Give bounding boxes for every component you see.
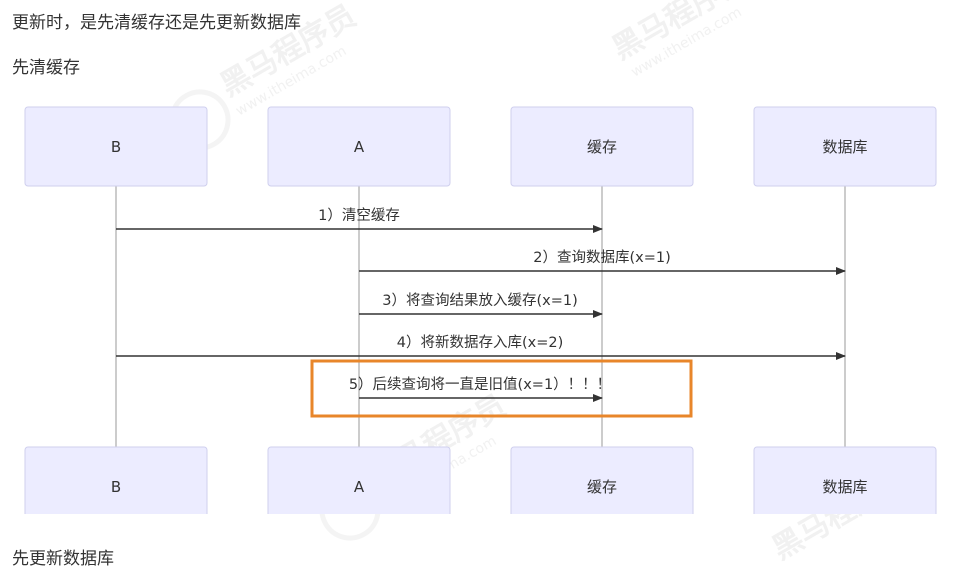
actor-db-top: 数据库 xyxy=(753,106,937,187)
actor-label: 缓存 xyxy=(587,138,617,156)
page-title: 更新时，是先清缓存还是先更新数据库 xyxy=(12,13,301,33)
highlight-box xyxy=(310,359,693,418)
message-4: 4）将新数据存入库(x=2) xyxy=(116,334,846,360)
message-label: 2）查询数据库(x=1) xyxy=(533,249,671,266)
message-label: 3）将查询结果放入缓存(x=1) xyxy=(382,292,578,309)
message-label: 4）将新数据存入库(x=2) xyxy=(397,334,564,351)
actor-label: 数据库 xyxy=(822,478,867,496)
actor-label: B xyxy=(111,138,121,156)
actor-a-top: A xyxy=(267,106,451,187)
actor-label: A xyxy=(354,478,365,496)
actor-b-top: B xyxy=(24,106,208,187)
actor-a-bottom: A xyxy=(267,446,451,514)
section-heading-clear-cache-first: 先清缓存 xyxy=(12,58,80,78)
message-5: 5）后续查询将一直是旧值(x=1）！！！ xyxy=(310,359,693,418)
actor-label: 数据库 xyxy=(822,138,867,156)
actor-cache-bottom: 缓存 xyxy=(510,446,694,514)
message-2: 2）查询数据库(x=1) xyxy=(359,249,846,275)
actor-label: A xyxy=(354,138,365,156)
section-heading-update-db-first: 先更新数据库 xyxy=(12,549,114,569)
message-label: 5）后续查询将一直是旧值(x=1）！！！ xyxy=(349,376,611,393)
message-1: 1）清空缓存 xyxy=(116,207,603,233)
message-label: 1）清空缓存 xyxy=(318,207,400,224)
actor-label: 缓存 xyxy=(587,478,617,496)
actor-b-bottom: B xyxy=(24,446,208,514)
actor-db-bottom: 数据库 xyxy=(753,446,937,514)
actor-label: B xyxy=(111,478,121,496)
actor-cache-top: 缓存 xyxy=(510,106,694,187)
message-3: 3）将查询结果放入缓存(x=1) xyxy=(359,292,603,318)
